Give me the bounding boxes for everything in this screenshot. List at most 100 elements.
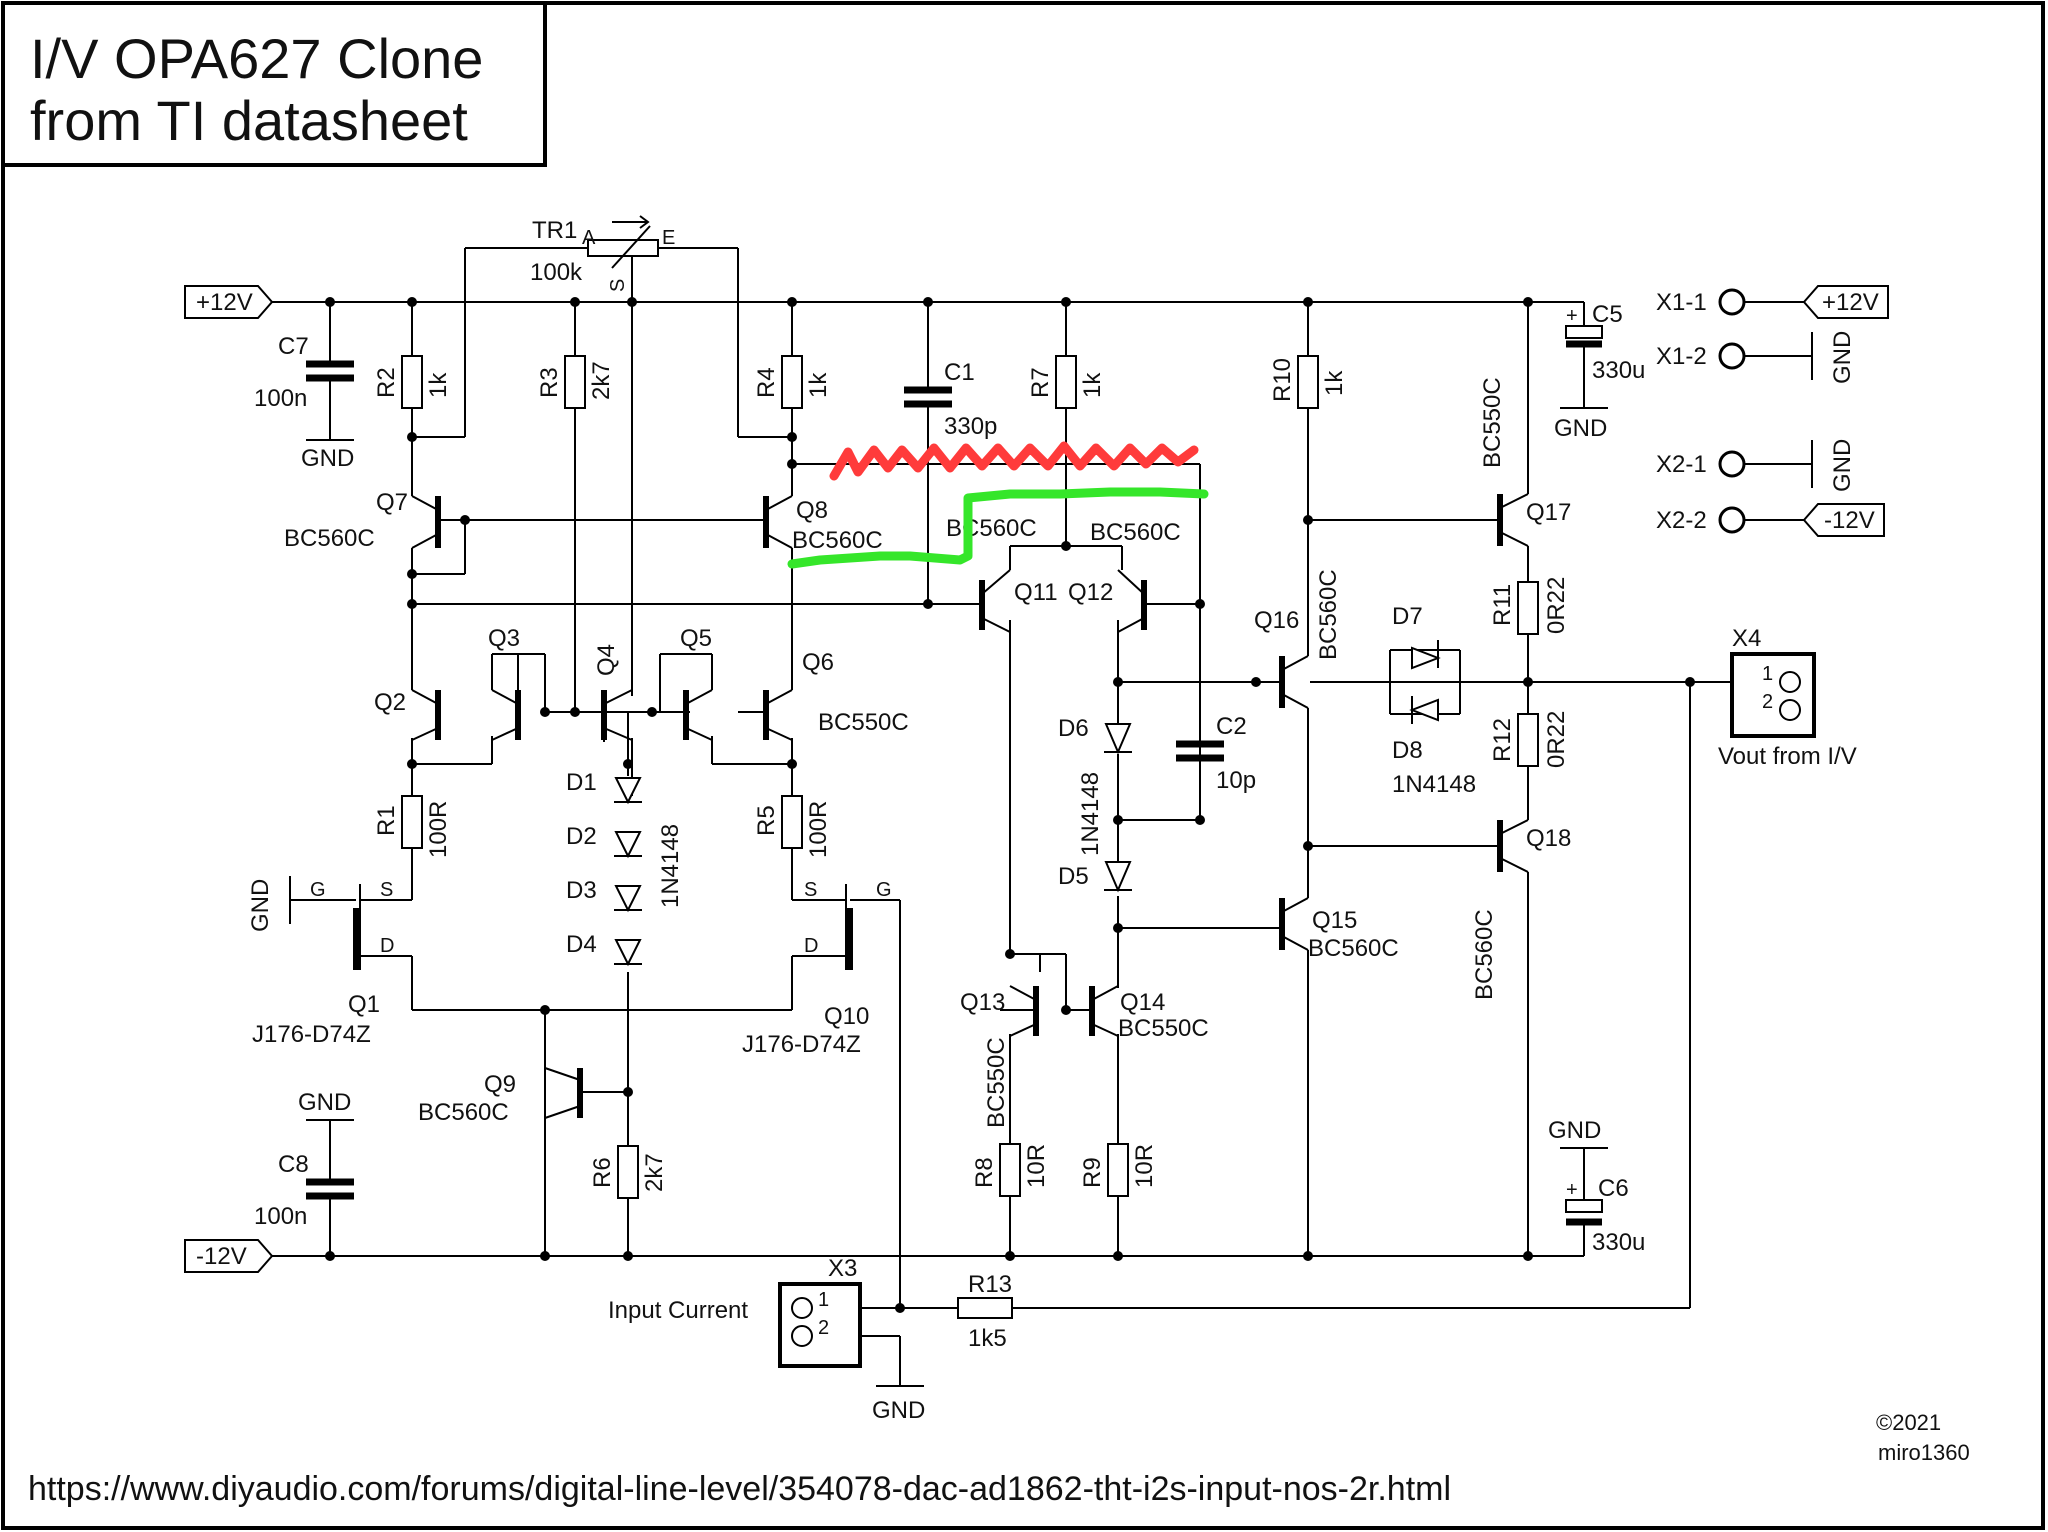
r6-ref: R6 — [589, 1157, 616, 1188]
tr1-pin-e: E — [662, 227, 675, 249]
footer-copyright: ©2021 — [1876, 1410, 1941, 1435]
c8-value: 100n — [254, 1203, 307, 1230]
gnd-label-x2: GND — [1829, 439, 1856, 492]
tr1-pin-s: S — [607, 279, 629, 292]
q1-ref: Q1 — [348, 991, 380, 1018]
q11-part: BC560C — [946, 515, 1037, 542]
q14-part: BC550C — [1118, 1015, 1209, 1042]
r13-ref: R13 — [968, 1271, 1012, 1298]
q17-ref: Q17 — [1526, 499, 1571, 526]
q1-pin-g: G — [310, 879, 326, 901]
q18-ref: Q18 — [1526, 825, 1571, 852]
electrolytic-bodies — [1565, 325, 1603, 1213]
c8-ref: C8 — [278, 1151, 309, 1178]
gnd-label-c8: GND — [298, 1089, 351, 1116]
gnd-symbols — [289, 332, 1813, 1387]
q18-part: BC560C — [1471, 909, 1498, 1000]
r2-value: 1k — [425, 372, 452, 398]
x3-ref: X3 — [828, 1255, 857, 1282]
d7-d8-part: 1N4148 — [1392, 771, 1476, 798]
r8-value: 10R — [1023, 1144, 1050, 1188]
q10-pin-g: G — [876, 879, 892, 901]
transistor-leads — [411, 493, 1529, 1119]
c7-ref: C7 — [278, 333, 309, 360]
r9-value: 10R — [1131, 1144, 1158, 1188]
q15-part: BC560C — [1308, 935, 1399, 962]
c1-value: 330p — [944, 413, 997, 440]
q10-pin-d: D — [804, 935, 818, 957]
x3-pin2: 2 — [818, 1317, 829, 1339]
gnd-label-c5: GND — [1554, 415, 1607, 442]
q7-part: BC560C — [284, 525, 375, 552]
c6-polarity: + — [1566, 1179, 1578, 1201]
r9-ref: R9 — [1079, 1157, 1106, 1188]
r5-value: 100R — [805, 801, 832, 858]
x3-label: Input Current — [608, 1297, 748, 1324]
r3-value: 2k7 — [588, 361, 615, 400]
q13-ref: Q13 — [960, 989, 1005, 1016]
r10-value: 1k — [1321, 370, 1348, 396]
title-line-2: from TI datasheet — [30, 89, 468, 152]
c6-ref: C6 — [1598, 1175, 1629, 1202]
footer-url: https://www.diyaudio.com/forums/digital-… — [28, 1470, 1451, 1508]
connector-x4: 1 2 — [1730, 652, 1816, 738]
r6-value: 2k7 — [641, 1153, 668, 1192]
flag-pos-right: +12V — [1802, 285, 1889, 319]
r3-ref: R3 — [536, 367, 563, 398]
capacitor-plates — [306, 340, 1602, 1226]
q16-part: BC560C — [1315, 569, 1342, 660]
title-line-1: I/V OPA627 Clone — [30, 27, 483, 90]
svg-text:-12V: -12V — [1824, 507, 1875, 534]
q12-part: BC560C — [1090, 519, 1181, 546]
gnd-label-q1: GND — [247, 879, 274, 932]
d5-label: D5 — [1058, 863, 1089, 890]
r12-ref: R12 — [1489, 718, 1516, 762]
r11-ref: R11 — [1489, 584, 1516, 626]
diode-symbols — [614, 640, 1441, 967]
wires — [270, 247, 1812, 1386]
r5-ref: R5 — [753, 805, 780, 836]
q13-part: BC550C — [983, 1037, 1010, 1128]
q10-ref: Q10 — [824, 1003, 869, 1030]
d7-label: D7 — [1392, 603, 1423, 630]
x4-label: Vout from I/V — [1718, 743, 1857, 770]
gnd-label-x3: GND — [872, 1397, 925, 1424]
tr1-value: 100k — [530, 259, 583, 286]
c5-ref: C5 — [1592, 301, 1623, 328]
x2-2-label: X2-2 — [1656, 507, 1707, 534]
q7-ref: Q7 — [376, 489, 408, 516]
d5-d6-part: 1N4148 — [1077, 772, 1104, 856]
gnd-label-c6: GND — [1548, 1117, 1601, 1144]
q6-part: BC550C — [818, 709, 909, 736]
q11-ref: Q11 — [1014, 579, 1058, 606]
r1-ref: R1 — [373, 805, 400, 836]
x4-ref: X4 — [1732, 625, 1761, 652]
x1-1-label: X1-1 — [1656, 289, 1707, 316]
svg-text:+12V: +12V — [1822, 289, 1879, 316]
trimmer-tr1 — [611, 215, 651, 269]
r4-ref: R4 — [753, 367, 780, 398]
q14-ref: Q14 — [1120, 989, 1165, 1016]
q16-ref: Q16 — [1254, 607, 1299, 634]
c5-value: 330u — [1592, 357, 1645, 384]
connector-pins — [1718, 288, 1746, 534]
green-line-annotation — [787, 487, 1209, 569]
x1-2-label: X1-2 — [1656, 343, 1707, 370]
d8-label: D8 — [1392, 737, 1423, 764]
transistor-bars — [353, 494, 1503, 1118]
q10-part: J176-D74Z — [742, 1031, 861, 1058]
d1-d4-part: 1N4148 — [657, 824, 684, 908]
c5-polarity: + — [1566, 305, 1578, 327]
x4-pin1: 1 — [1762, 663, 1773, 685]
d4-label: D4 — [566, 931, 597, 958]
connector-x3: 1 2 — [778, 1282, 862, 1368]
gnd-label-x1: GND — [1829, 331, 1856, 384]
c2-value: 10p — [1216, 767, 1256, 794]
q5-ref: Q5 — [680, 625, 712, 652]
d6-label: D6 — [1058, 715, 1089, 742]
q1-pin-d: D — [380, 935, 394, 957]
q17-part: BC550C — [1479, 377, 1506, 468]
d2-label: D2 — [566, 823, 597, 850]
r4-value: 1k — [805, 372, 832, 398]
tr1-ref: TR1 — [532, 217, 577, 244]
